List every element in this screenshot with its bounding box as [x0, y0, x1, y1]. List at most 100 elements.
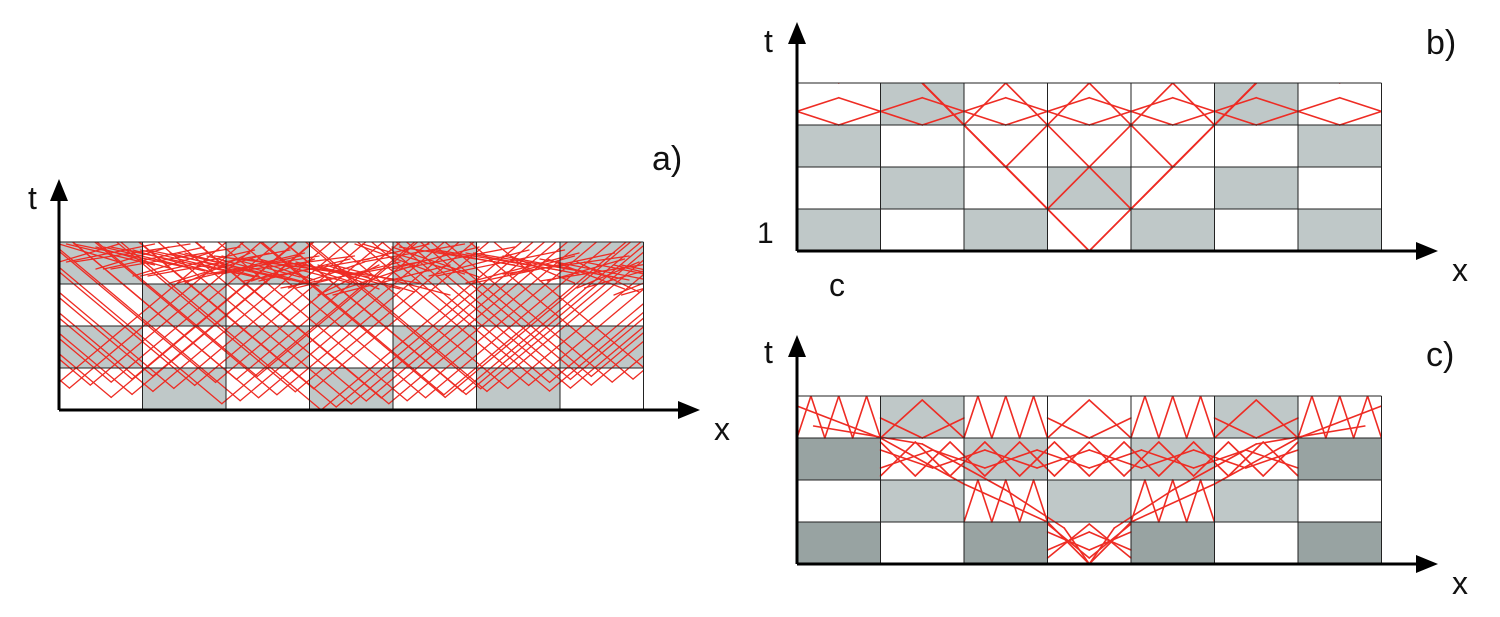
light-ray	[571, 347, 613, 383]
light-ray	[977, 479, 993, 523]
light-ray	[949, 441, 986, 477]
light-ray	[692, 259, 742, 301]
light-ray	[681, 263, 726, 301]
light-ray	[308, 242, 338, 267]
grid-cell	[964, 167, 1048, 209]
light-ray	[0, 313, 24, 351]
light-ray	[110, 246, 241, 275]
light-ray	[95, 246, 170, 270]
light-ray	[1213, 110, 1258, 126]
light-ray	[128, 289, 170, 325]
light-ray	[1171, 479, 1188, 523]
light-ray	[525, 271, 577, 315]
light-ray	[110, 246, 241, 270]
light-ray	[221, 255, 301, 278]
light-ray	[547, 320, 589, 356]
light-ray	[723, 266, 768, 304]
light-ray	[540, 342, 592, 386]
light-ray	[330, 280, 377, 320]
light-ray	[409, 244, 451, 280]
light-ray	[169, 252, 270, 284]
grid-cell	[797, 480, 881, 522]
light-ray	[194, 346, 241, 387]
t-axis-arrow	[788, 22, 806, 44]
light-ray	[73, 243, 191, 263]
light-ray	[443, 360, 485, 396]
light-ray	[59, 271, 106, 311]
light-ray	[68, 349, 116, 389]
grid-cell	[1214, 209, 1298, 251]
light-ray	[388, 256, 430, 291]
light-ray	[152, 348, 204, 393]
grid-cell	[1298, 480, 1382, 522]
light-ray	[1255, 425, 1366, 445]
light-ray	[479, 311, 526, 351]
light-ray	[141, 335, 183, 371]
light-ray	[102, 348, 154, 393]
light-ray	[472, 252, 616, 284]
grid-cell	[59, 284, 143, 326]
light-ray	[0, 266, 42, 304]
light-ray	[529, 345, 572, 381]
light-ray	[365, 366, 408, 402]
light-ray	[59, 250, 66, 258]
panel-b: t x b) 1 c	[672, 0, 1468, 303]
x-axis-arrow	[1416, 242, 1438, 260]
light-ray	[270, 242, 279, 249]
panel-a-grid	[58, 241, 644, 411]
light-ray	[654, 334, 704, 376]
grid-cell	[1214, 396, 1298, 438]
light-ray	[403, 360, 445, 396]
light-ray	[59, 352, 72, 365]
light-ray	[921, 83, 924, 84]
light-ray	[115, 259, 158, 295]
light-ray	[285, 333, 327, 369]
light-ray	[240, 342, 282, 378]
panel-c-x-label: x	[1452, 565, 1468, 601]
light-ray	[59, 358, 91, 386]
light-ray	[202, 291, 254, 335]
light-ray	[324, 295, 366, 331]
light-ray	[131, 340, 178, 380]
light-ray	[265, 297, 317, 342]
light-ray	[524, 295, 567, 331]
light-ray	[672, 0, 797, 83]
light-ray	[361, 243, 466, 275]
grid-cell	[1131, 522, 1215, 564]
light-ray	[1158, 441, 1195, 477]
grid-cell	[964, 83, 1048, 125]
light-ray	[102, 333, 154, 377]
light-ray	[1192, 449, 1247, 469]
light-ray	[1018, 441, 1056, 477]
light-ray	[1255, 83, 1258, 84]
light-ray	[258, 258, 351, 282]
light-ray	[496, 286, 544, 326]
light-ray	[392, 271, 440, 311]
light-ray	[467, 354, 509, 390]
light-ray	[160, 274, 202, 310]
light-ray	[284, 262, 326, 298]
light-ray	[86, 355, 133, 396]
light-ray	[620, 287, 644, 296]
light-ray	[797, 96, 840, 113]
light-ray	[190, 280, 233, 316]
light-ray	[613, 282, 644, 296]
light-ray	[548, 356, 591, 392]
light-ray	[1255, 96, 1299, 113]
light-ray	[425, 321, 473, 361]
grid-cell	[1131, 396, 1215, 438]
grid-cell	[1214, 167, 1298, 209]
light-ray	[586, 264, 638, 309]
light-ray	[59, 356, 90, 384]
light-ray	[435, 249, 566, 277]
light-ray	[548, 242, 583, 270]
light-ray	[1004, 396, 1021, 439]
light-ray	[865, 396, 882, 439]
grid-cell	[880, 396, 964, 438]
light-ray	[603, 333, 644, 369]
light-ray	[133, 354, 175, 390]
light-ray	[435, 249, 566, 272]
light-ray	[235, 345, 278, 381]
light-ray	[65, 243, 156, 263]
